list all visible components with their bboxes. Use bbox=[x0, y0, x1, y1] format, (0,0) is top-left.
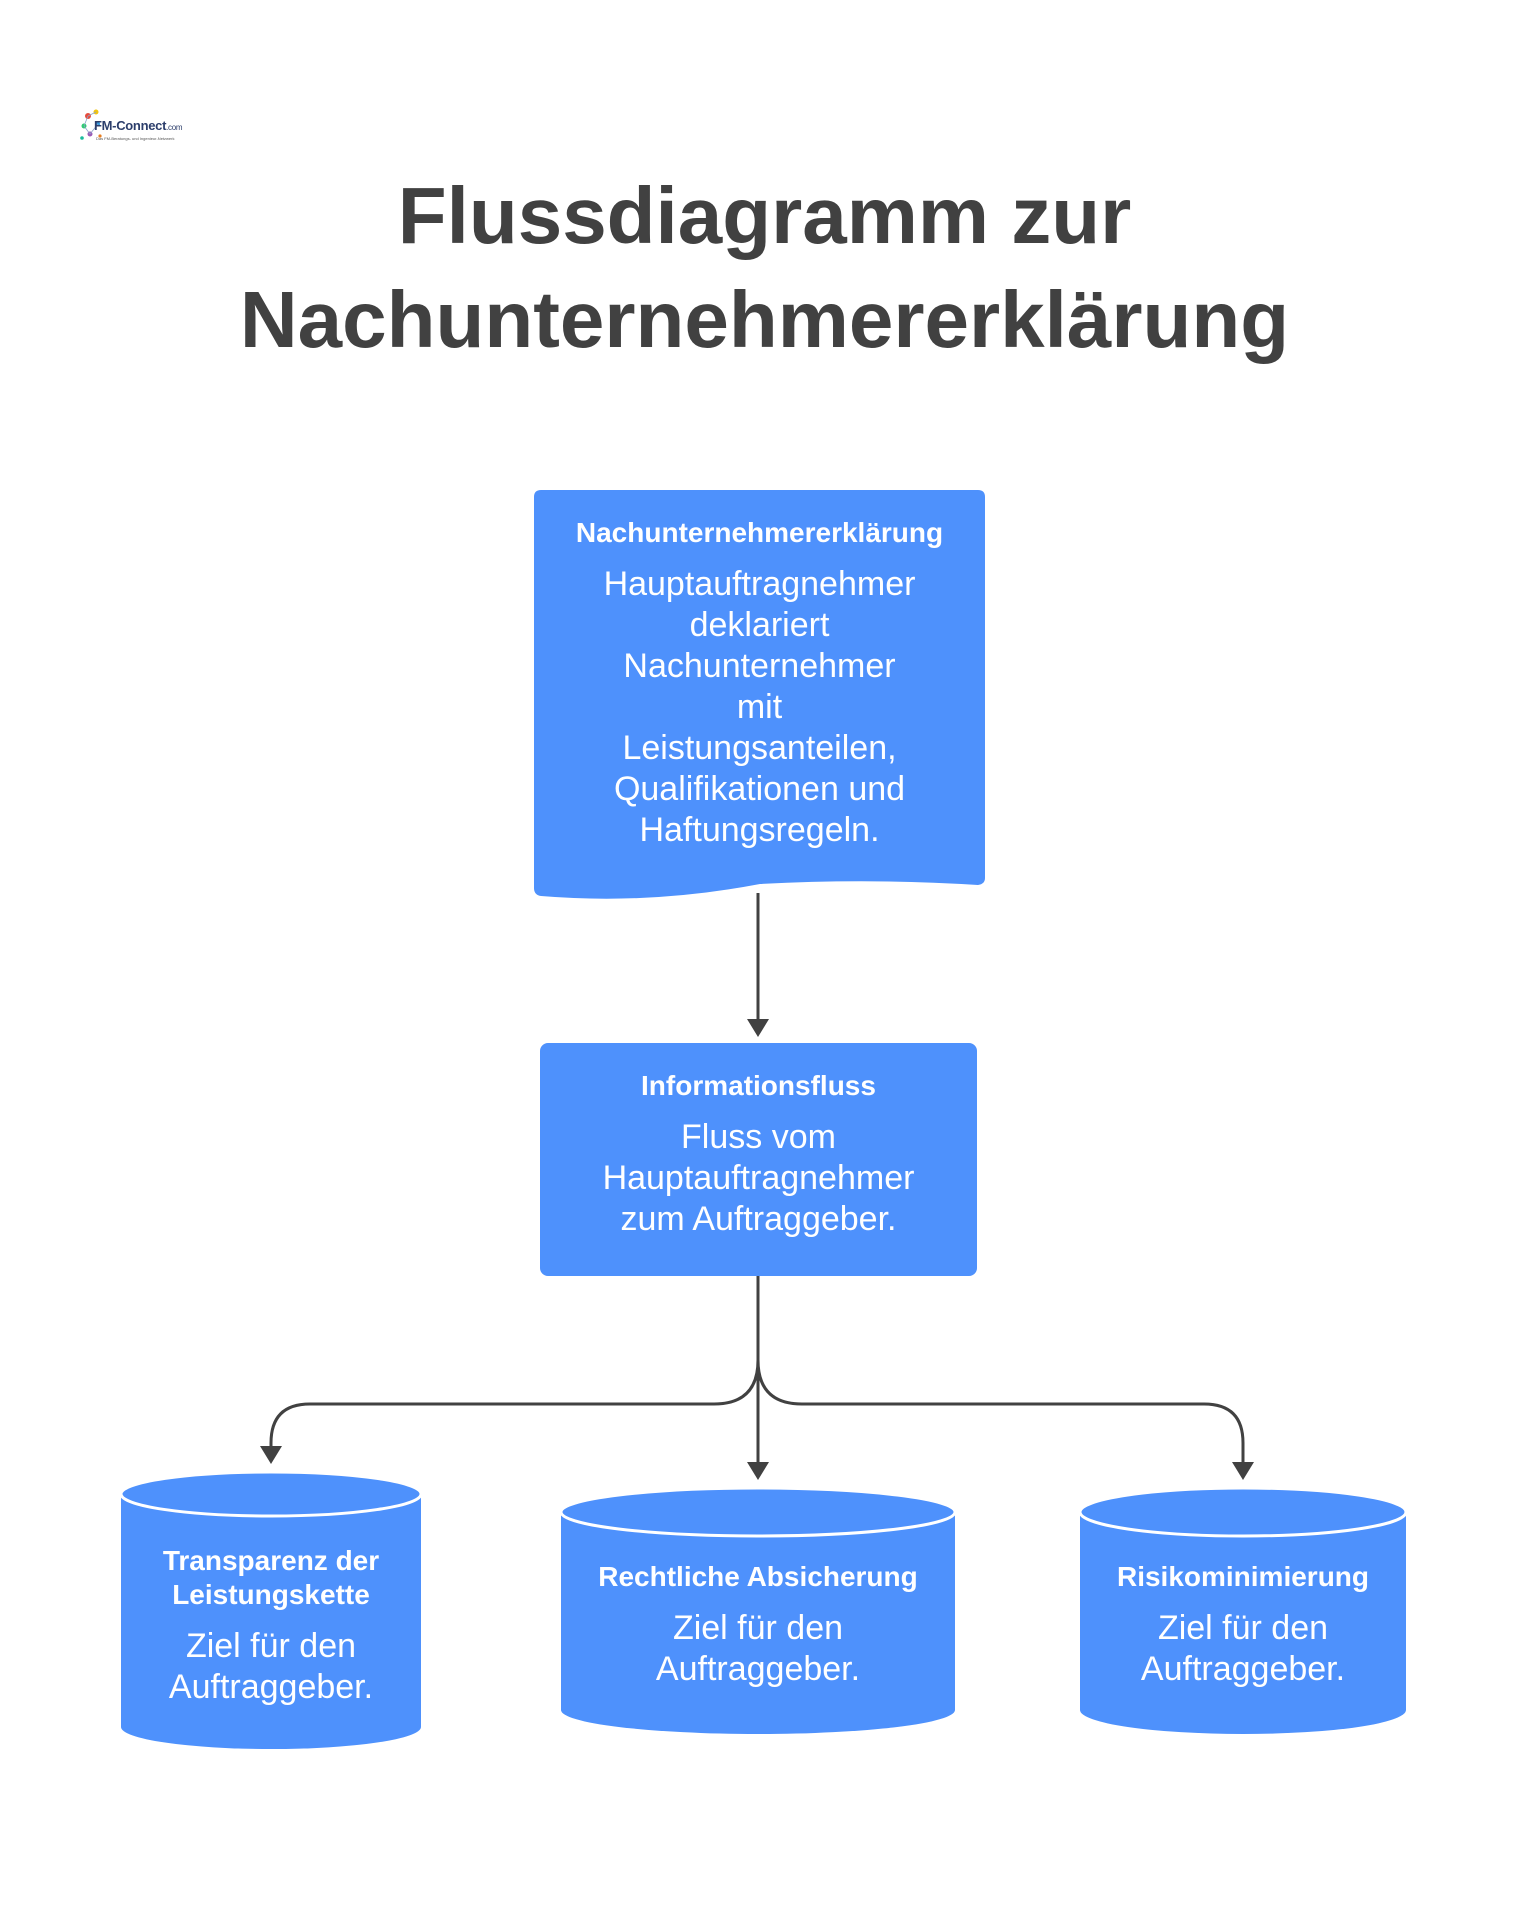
node-transparency-shape bbox=[119, 1470, 423, 1749]
node-transparency: Transparenz der Leistungskette Ziel für … bbox=[121, 1544, 421, 1708]
node-transparency-line: Ziel für den bbox=[185, 1627, 357, 1665]
node-legal: Rechtliche Absicherung Ziel für den Auft… bbox=[561, 1560, 955, 1690]
node-transparency-description: Ziel für den Auftraggeber. bbox=[121, 1626, 421, 1708]
arrowhead-legal bbox=[747, 1462, 769, 1480]
node-legal-line: Auftraggeber. bbox=[655, 1650, 861, 1688]
edge-information-flow-to-risk bbox=[756, 1359, 1245, 1464]
node-transparency-line: Auftraggeber. bbox=[168, 1668, 374, 1706]
fm-connect-logo: FM-Connect.com Das FM-Beratungs- und Ing… bbox=[78, 104, 183, 152]
node-declaration-line: deklariert bbox=[689, 606, 830, 644]
node-risk-shape bbox=[1078, 1486, 1408, 1734]
node-information-flow-line: zum Auftraggeber. bbox=[620, 1200, 897, 1238]
node-information-flow-description: Fluss vom Hauptauftragnehmer zum Auftrag… bbox=[540, 1117, 977, 1240]
arrowhead-transparency bbox=[260, 1446, 282, 1464]
arrowhead-information-flow bbox=[747, 1019, 769, 1037]
node-declaration-title: Nachunternehmererklärung bbox=[575, 517, 944, 548]
logo-domain: .com bbox=[166, 123, 183, 132]
node-declaration-line: Hauptauftragnehmer bbox=[603, 565, 916, 603]
node-legal-description: Ziel für den Auftraggeber. bbox=[561, 1608, 955, 1690]
node-legal-line: Ziel für den bbox=[672, 1609, 844, 1647]
node-transparency-title: Transparenz der Leistungskette bbox=[121, 1544, 421, 1612]
node-information-flow-line: Hauptauftragnehmer bbox=[602, 1159, 915, 1197]
node-information-flow-shape bbox=[540, 1043, 977, 1276]
node-risk-line: Ziel für den bbox=[1157, 1609, 1329, 1647]
node-declaration-line: mit bbox=[736, 688, 783, 726]
node-legal-title: Rechtliche Absicherung bbox=[561, 1560, 955, 1594]
node-transparency-title-line: Transparenz der bbox=[162, 1545, 380, 1576]
node-declaration-line: Leistungsanteilen, bbox=[622, 729, 897, 767]
logo-name: FM-Connect bbox=[94, 118, 167, 133]
node-legal-shape bbox=[559, 1486, 957, 1734]
node-declaration-description: Hauptauftragnehmer deklariert Nachuntern… bbox=[534, 564, 985, 851]
node-declaration-line: Haftungsregeln. bbox=[639, 811, 880, 849]
node-risk-line: Auftraggeber. bbox=[1140, 1650, 1346, 1688]
page-title-line-2: Nachunternehmererklärung bbox=[239, 275, 1290, 364]
node-information-flow-title: Informationsfluss bbox=[641, 1070, 876, 1101]
node-information-flow: Informationsfluss Fluss vom Hauptauftrag… bbox=[540, 1069, 977, 1240]
node-declaration-shape bbox=[534, 490, 985, 899]
logo-burst-icon bbox=[80, 109, 102, 140]
node-declaration-line: Qualifikationen und bbox=[613, 770, 906, 808]
edge-information-flow-to-transparency bbox=[269, 1276, 760, 1448]
node-transparency-title-line: Leistungskette bbox=[172, 1579, 370, 1610]
node-declaration: Nachunternehmererklärung Hauptauftragneh… bbox=[534, 516, 985, 851]
node-declaration-line: Nachunternehmer bbox=[623, 647, 896, 685]
node-information-flow-line: Fluss vom bbox=[681, 1118, 836, 1156]
logo-tagline: Das FM-Beratungs- und Ingenieur-Netzwerk bbox=[96, 136, 175, 141]
node-risk-description: Ziel für den Auftraggeber. bbox=[1080, 1608, 1406, 1690]
page-title-line-1: Flussdiagramm zur bbox=[397, 171, 1132, 260]
node-risk-title-line: Risikominimierung bbox=[1116, 1561, 1370, 1592]
arrowhead-risk bbox=[1232, 1462, 1254, 1480]
node-legal-title-line: Rechtliche Absicherung bbox=[598, 1561, 918, 1592]
node-risk-title: Risikominimierung bbox=[1080, 1560, 1406, 1594]
node-risk: Risikominimierung Ziel für den Auftragge… bbox=[1080, 1560, 1406, 1690]
